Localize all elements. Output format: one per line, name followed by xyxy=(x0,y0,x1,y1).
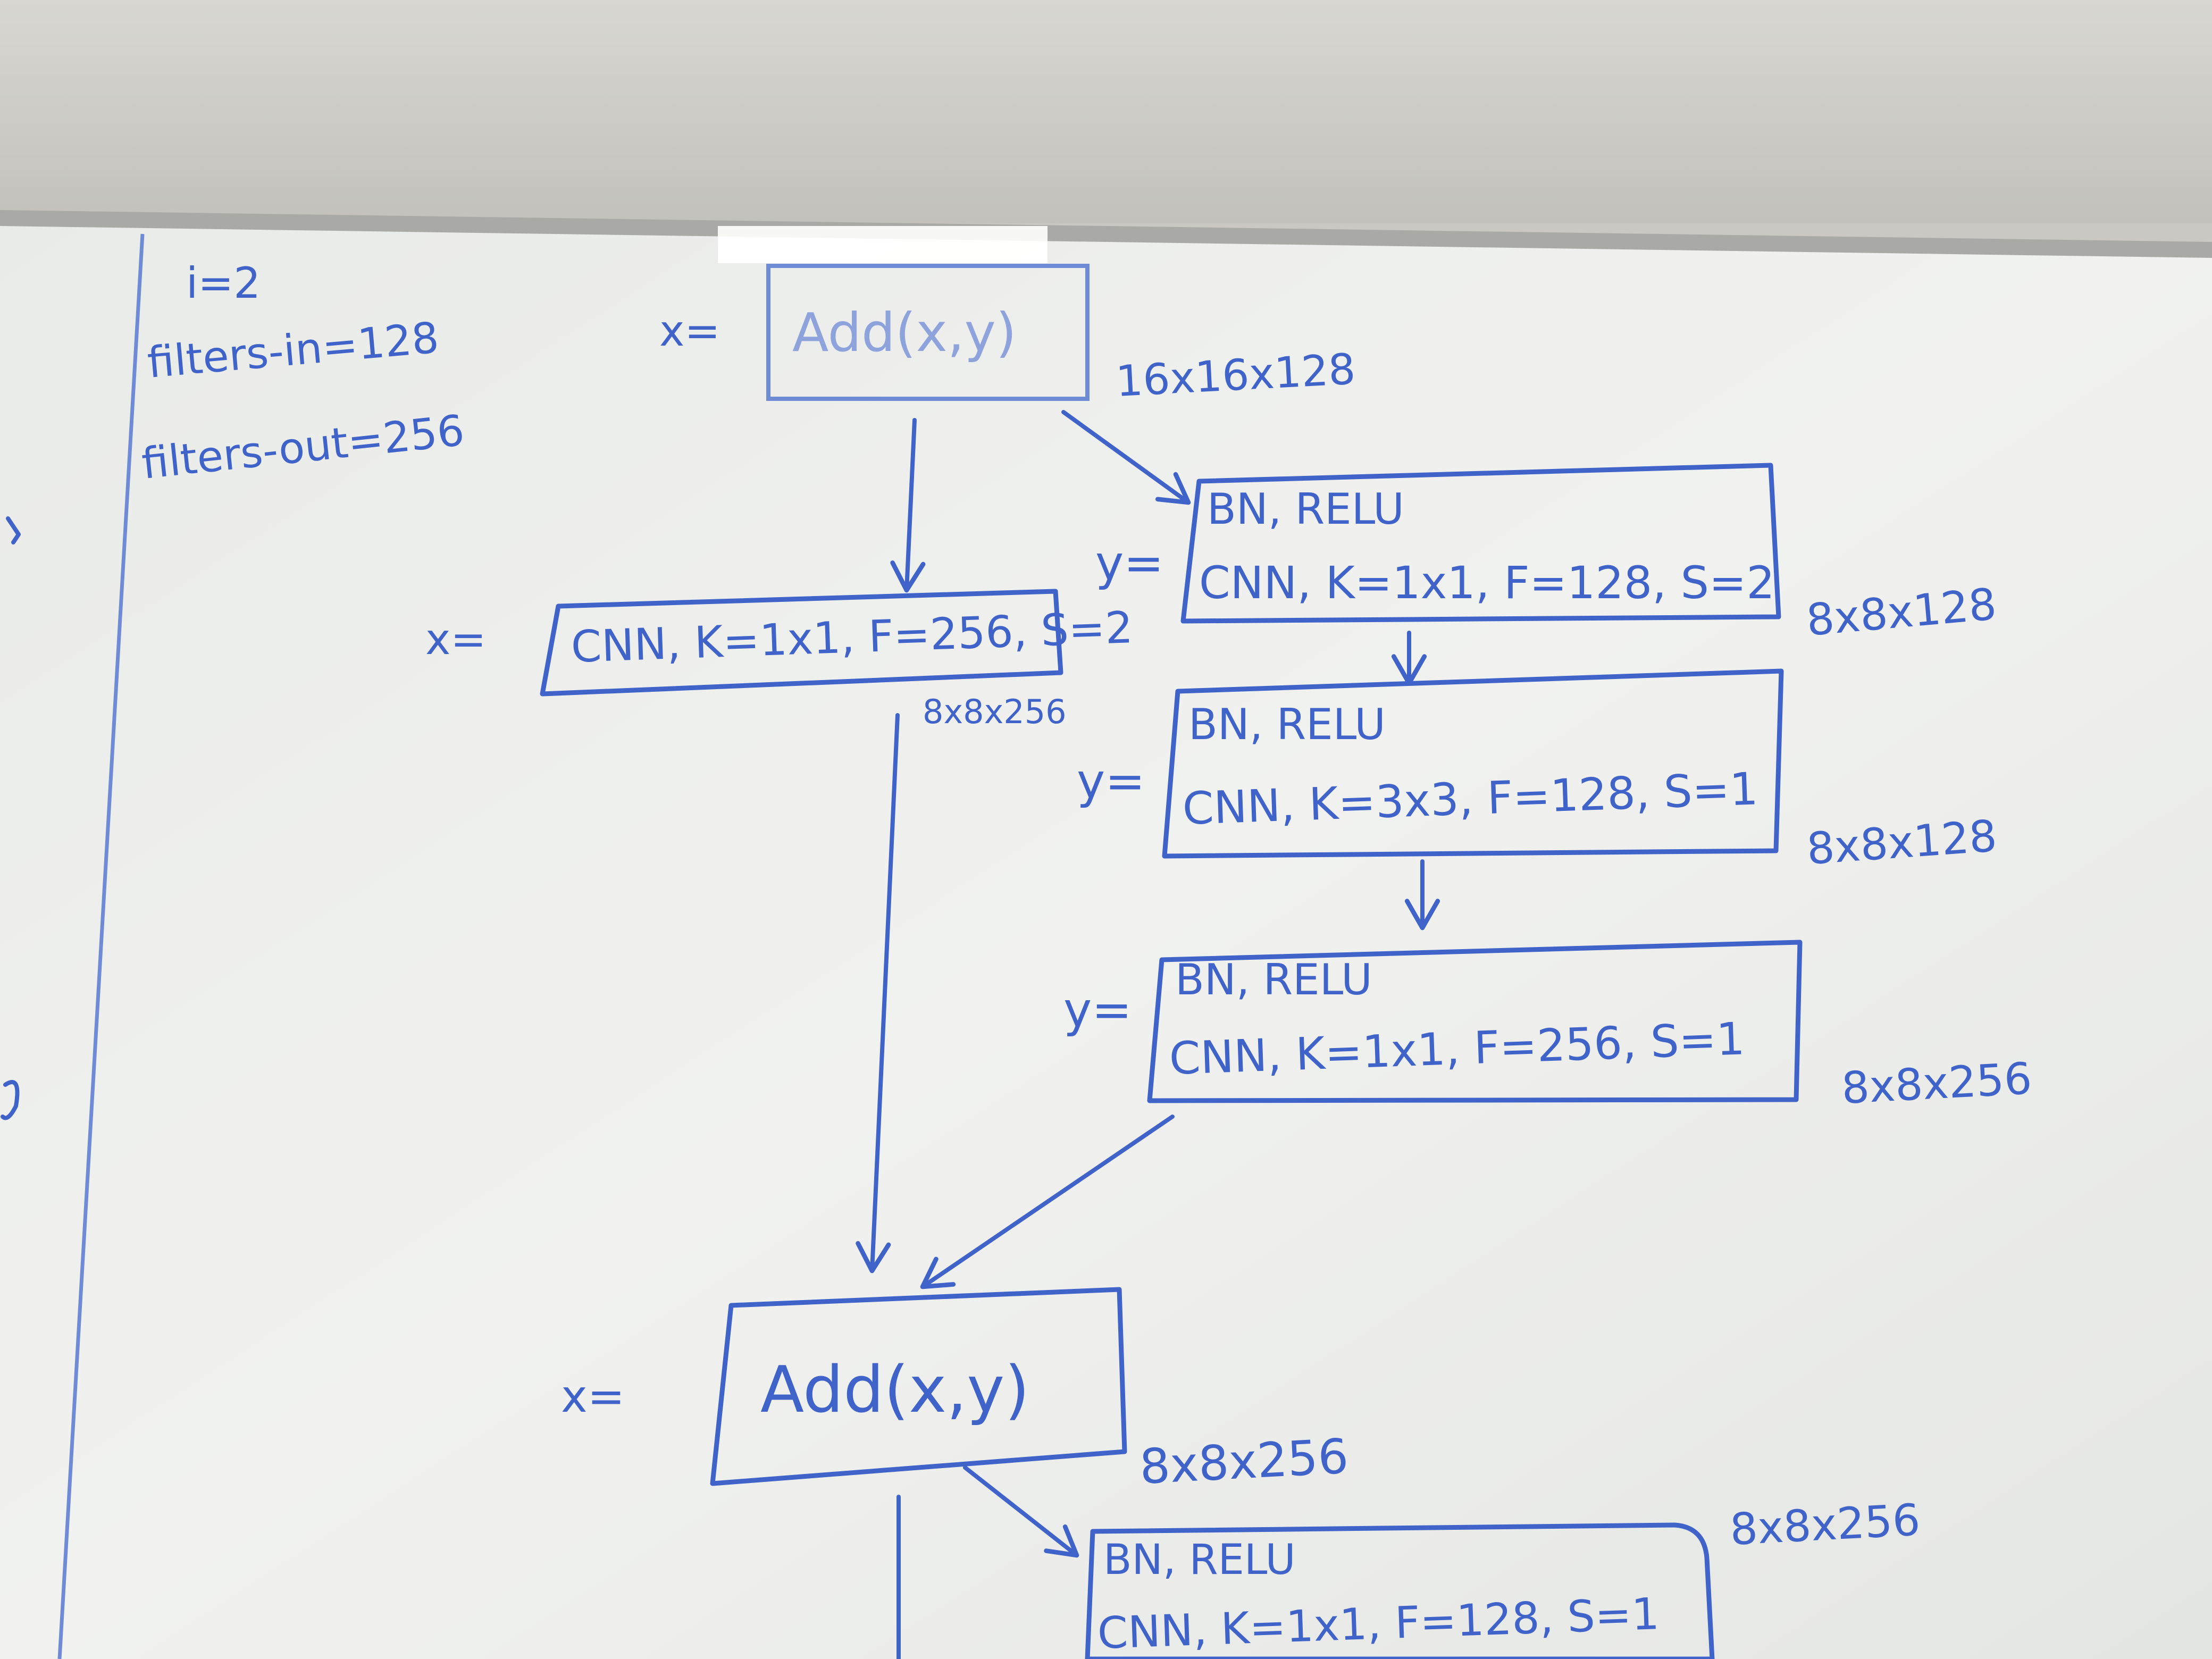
margin-line xyxy=(57,233,145,1659)
y1-box xyxy=(1180,463,1781,624)
y2-box xyxy=(1162,668,1784,859)
y1-line2: CNN, K=1x1, F=128, S=2 xyxy=(1199,557,1775,609)
y3-line1: BN, RELU xyxy=(1175,955,1372,1004)
arrow-y3-to-add xyxy=(920,1115,1175,1289)
arrow-add-to-shortcut xyxy=(890,418,926,593)
next-line1: BN, RELU xyxy=(1103,1536,1296,1584)
next-box xyxy=(1085,1522,1715,1659)
y1-line1: BN, RELU xyxy=(1207,484,1404,534)
arrow-shortcut-to-add xyxy=(856,713,900,1273)
add-bottom-assign: x= xyxy=(561,1370,625,1422)
param-i: i=2 xyxy=(186,258,261,308)
shortcut-box xyxy=(540,589,1063,697)
shortcut-assign: x= xyxy=(425,615,486,664)
add-bottom-op: Add(x,y) xyxy=(760,1353,1029,1427)
y3-assign: y= xyxy=(1063,982,1132,1038)
whiteboard-surface xyxy=(0,226,2212,1659)
add-top-box xyxy=(766,264,1090,401)
arrow-add-to-next xyxy=(963,1465,1079,1558)
wall xyxy=(0,0,2212,223)
light-glare xyxy=(718,226,1048,263)
y2-line1: BN, RELU xyxy=(1188,700,1386,749)
stray-mark-1 xyxy=(6,516,21,544)
whiteboard-frame-edge xyxy=(0,210,2212,261)
y2-assign: y= xyxy=(1077,753,1145,809)
stray-mark-2 xyxy=(1,1080,20,1120)
next-shape: 8x8x256 xyxy=(1729,1495,1921,1555)
arrow-add-to-y1 xyxy=(1061,410,1191,505)
add-bottom-box xyxy=(710,1287,1127,1486)
y1-assign: y= xyxy=(1095,535,1164,591)
y3-box xyxy=(1147,940,1803,1103)
add-bottom-shape: 8x8x256 xyxy=(1138,1429,1350,1495)
y3-shape: 8x8x256 xyxy=(1840,1053,2033,1114)
add-top-assign: x= xyxy=(659,306,720,356)
shortcut-shape: 8x8x256 xyxy=(923,692,1067,731)
add-top-op: Add(x,y) xyxy=(792,301,1017,364)
